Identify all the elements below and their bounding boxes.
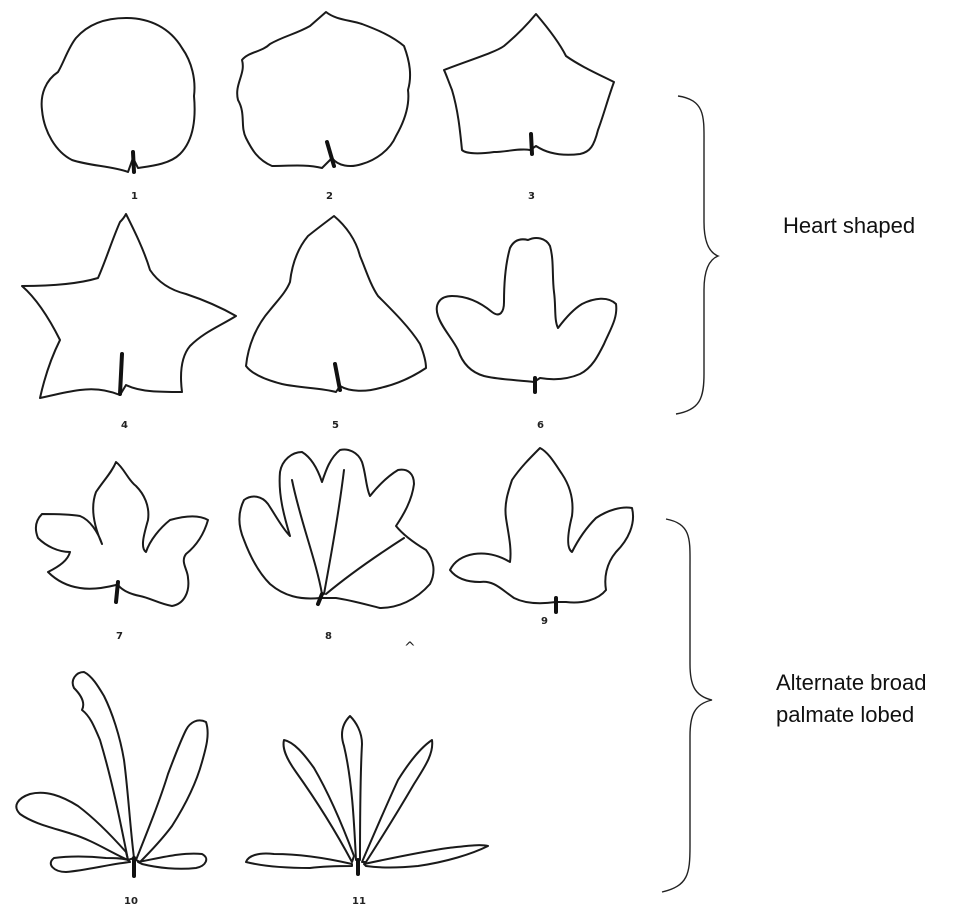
palmate-label-line-1: Alternate broad [776,667,926,699]
leaf-10-lobe-left [16,793,128,860]
leaf-5: 5 [246,216,426,431]
leaf-11-lobe-center [342,716,362,860]
leaf-11-number: 11 [352,896,366,907]
leaf-1-outline [42,18,195,172]
leaf-7-number: 7 [116,631,123,642]
leaf-11: 11 [246,716,488,907]
leaf-11-lobe-right [364,845,488,867]
leaf-6: 6 [437,238,617,431]
leaf-9: 9 [450,448,633,627]
stray-mark: ^ [404,640,416,656]
leaf-9-outline [450,448,633,603]
leaf-8-number: 8 [325,631,332,642]
leaf-7-outline [36,462,208,606]
leaf-10-lobe-lower-left [51,857,130,873]
leaf-5-petiole [335,364,340,390]
leaf-5-number: 5 [332,420,339,431]
leaf-3: 3 [444,14,614,202]
leaf-2-number: 2 [326,191,333,202]
leaf-11-lobe-upper-left [284,740,355,862]
leaf-8: 8 [240,450,434,643]
leaf-10-lobe-upper-left [73,672,134,860]
leaf-1-number: 1 [131,191,138,202]
palmate-group-brace [662,519,712,892]
leaf-4-number: 4 [121,420,128,431]
leaf-10: 10 [16,672,207,907]
palmate-label-line-2: palmate lobed [776,699,926,731]
leaf-3-outline [444,14,614,155]
leaf-6-number: 6 [537,420,544,431]
alternate-broad-palmate-lobed-label: Alternate broad palmate lobed [776,667,926,731]
leaf-3-petiole [531,134,532,154]
leaf-2-outline [237,12,410,168]
leaf-10-number: 10 [124,896,138,907]
leaf-4-petiole [120,354,122,394]
leaf-7: 7 [36,462,208,642]
leaf-8-petiole [318,594,322,604]
leaf-1-petiole [133,152,134,172]
leaf-11-lobe-left [246,853,352,868]
leaf-1: 1 [42,18,195,202]
leaf-9-number: 9 [541,616,548,627]
heart-shaped-label: Heart shaped [783,210,915,242]
leaf-3-number: 3 [528,191,535,202]
leaf-2: 2 [237,12,410,202]
leaf-6-outline [437,238,617,382]
leaf-11-lobe-upper-right [362,740,432,862]
leaf-8-vein-left [292,480,322,594]
leaf-8-vein-right [326,538,404,594]
leaf-10-lobe-upper-right [136,720,208,862]
leaf-4: 4 [22,214,236,431]
leaf-10-lobe-lower-right [138,854,206,869]
heart-group-brace [676,96,718,414]
leaf-7-petiole [116,582,118,602]
leaf-4-outline [22,214,236,398]
leaf-8-vein-center [324,470,344,594]
